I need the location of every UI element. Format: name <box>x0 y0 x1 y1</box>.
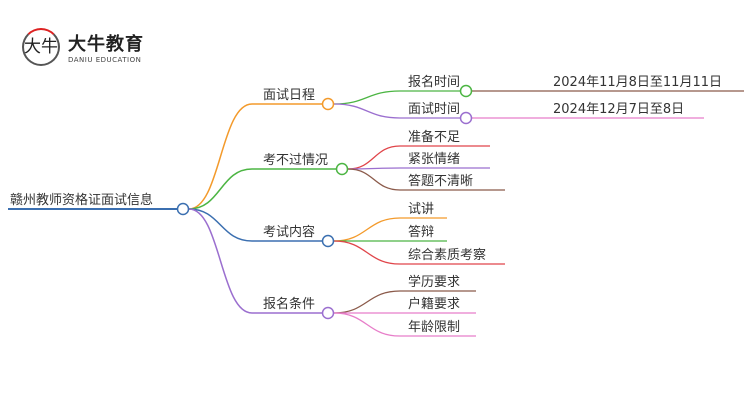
logo-subtitle: DANIU EDUCATION <box>68 56 142 64</box>
connector <box>333 90 401 105</box>
connector <box>333 290 401 314</box>
child-label: 报名时间 <box>408 74 460 90</box>
connector <box>333 217 401 242</box>
connector <box>333 103 401 119</box>
branch-label: 报名条件 <box>263 296 315 312</box>
expand-node[interactable] <box>459 84 473 98</box>
expand-node[interactable] <box>335 162 349 176</box>
child-label: 面试时间 <box>408 102 460 117</box>
child-label: 答题不清晰 <box>408 173 473 189</box>
value-label: 2024年12月7日至8日 <box>553 102 684 117</box>
expand-node[interactable] <box>176 202 190 216</box>
connector <box>188 168 253 210</box>
child-label: 综合素质考察 <box>408 248 486 263</box>
connector <box>333 312 401 337</box>
logo: 大牛 大牛教育 DANIU EDUCATION <box>22 28 144 66</box>
root-label: 赣州教师资格证面试信息 <box>10 192 153 208</box>
child-label: 学历要求 <box>408 274 460 290</box>
connector <box>188 208 253 314</box>
child-label: 年龄限制 <box>408 320 460 335</box>
branch-label: 考试内容 <box>263 224 315 240</box>
expand-node[interactable] <box>321 97 335 111</box>
connector <box>188 208 253 242</box>
branch-label: 面试日程 <box>263 88 315 103</box>
connector <box>347 145 401 170</box>
expand-node[interactable] <box>459 111 473 125</box>
connector <box>188 103 253 210</box>
logo-mark: 大牛 <box>22 28 60 66</box>
expand-node[interactable] <box>321 306 335 320</box>
child-label: 答辩 <box>408 224 434 240</box>
connector <box>347 168 401 191</box>
expand-node[interactable] <box>321 234 335 248</box>
child-label: 准备不足 <box>408 129 460 145</box>
child-label: 紧张情绪 <box>408 152 460 167</box>
child-label: 试讲 <box>408 202 434 217</box>
value-label: 2024年11月8日至11月11日 <box>553 75 722 90</box>
branch-label: 考不过情况 <box>263 153 328 168</box>
child-label: 户籍要求 <box>408 296 460 312</box>
connector <box>333 240 401 265</box>
logo-name: 大牛教育 <box>68 34 144 55</box>
